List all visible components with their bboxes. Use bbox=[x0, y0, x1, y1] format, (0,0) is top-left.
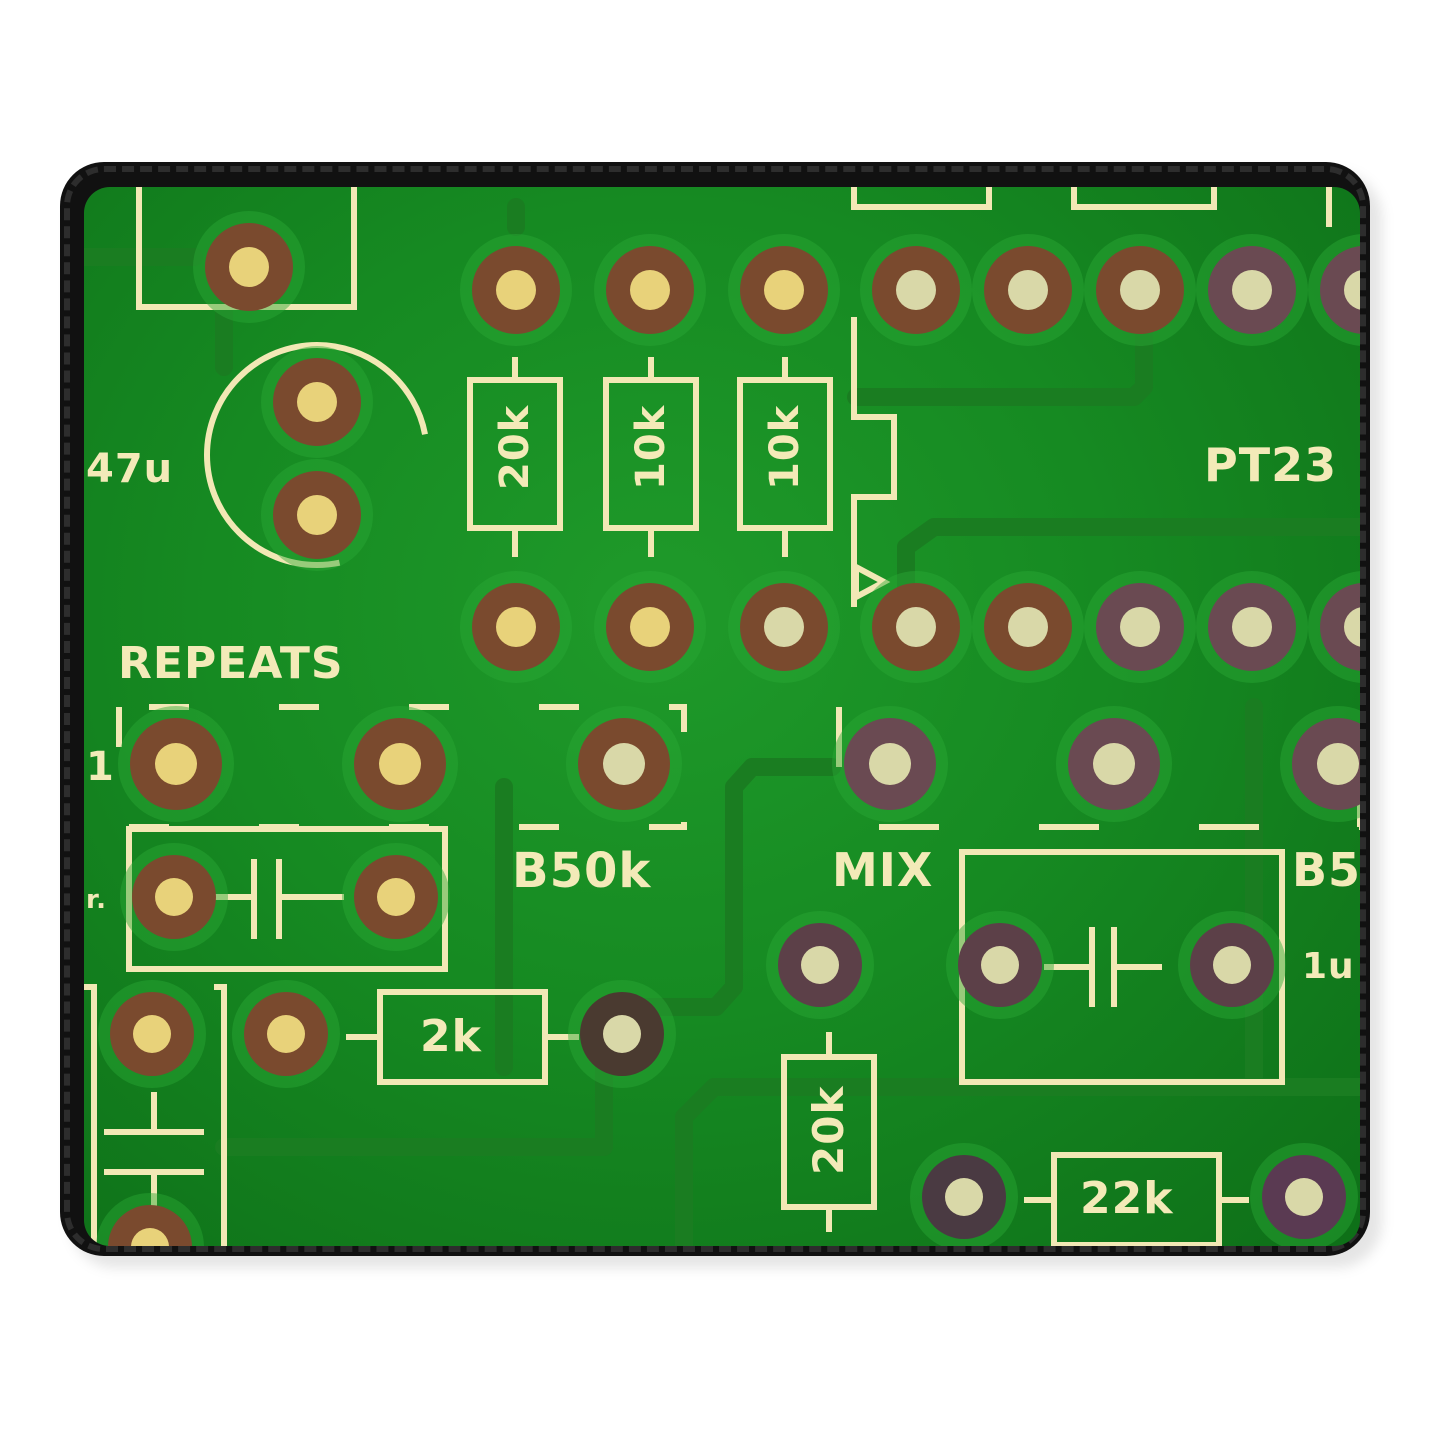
label-resistor-10k-b: 10k bbox=[762, 404, 808, 490]
label-ic-pt23: PT23 bbox=[1204, 438, 1338, 492]
pad bbox=[1308, 234, 1360, 346]
pad bbox=[972, 571, 1084, 683]
pad bbox=[460, 571, 572, 683]
pad bbox=[594, 571, 706, 683]
pad bbox=[946, 911, 1054, 1019]
pad bbox=[120, 843, 228, 951]
pad bbox=[594, 234, 706, 346]
label-b50k: B50k bbox=[512, 843, 652, 899]
label-b5: B5 bbox=[1292, 843, 1360, 897]
pad bbox=[1196, 234, 1308, 346]
label-resistor-2k: 2k bbox=[420, 1011, 482, 1062]
stitched-edge bbox=[64, 166, 1366, 1252]
pad bbox=[98, 980, 206, 1088]
silkscreen-outlines bbox=[84, 187, 1360, 1246]
pad bbox=[118, 706, 234, 822]
label-one: 1 bbox=[86, 744, 115, 790]
label-resistor-20k-bottom: 20k bbox=[804, 1085, 853, 1175]
pad bbox=[1178, 911, 1286, 1019]
pad bbox=[1084, 571, 1196, 683]
pad bbox=[193, 211, 305, 323]
traces bbox=[84, 198, 1360, 1246]
pad bbox=[342, 706, 458, 822]
pad bbox=[96, 1193, 204, 1246]
label-mix: MIX bbox=[832, 843, 934, 897]
pad bbox=[766, 911, 874, 1019]
pad bbox=[566, 706, 682, 822]
pad bbox=[232, 980, 340, 1088]
pad bbox=[728, 571, 840, 683]
solder-pads bbox=[96, 211, 1360, 1246]
label-resistor-22k: 22k bbox=[1080, 1173, 1174, 1224]
pad bbox=[728, 234, 840, 346]
pad bbox=[860, 571, 972, 683]
pad bbox=[1280, 706, 1360, 822]
pad bbox=[832, 706, 948, 822]
pad bbox=[860, 234, 972, 346]
label-1u: 1u bbox=[1302, 946, 1355, 987]
pad bbox=[568, 980, 676, 1088]
pad bbox=[1196, 571, 1308, 683]
pad bbox=[972, 234, 1084, 346]
pad bbox=[1056, 706, 1172, 822]
label-r-dot: r. bbox=[86, 885, 107, 915]
circuit-board-print: 47u 20k 10k 10k PT23 REPEATS 1 r. B50k M… bbox=[84, 187, 1360, 1246]
label-repeats: REPEATS bbox=[118, 638, 344, 689]
label-resistor-20k-top: 20k bbox=[492, 404, 538, 490]
pad bbox=[460, 234, 572, 346]
pad bbox=[261, 459, 373, 571]
pad bbox=[1308, 571, 1360, 683]
pad bbox=[1250, 1143, 1358, 1246]
pad bbox=[910, 1143, 1018, 1246]
pad bbox=[261, 346, 373, 458]
pad bbox=[342, 843, 450, 951]
label-resistor-10k-a: 10k bbox=[628, 404, 674, 490]
pcb-artwork bbox=[84, 187, 1360, 1246]
label-47u: 47u bbox=[86, 446, 174, 492]
pad bbox=[1084, 234, 1196, 346]
